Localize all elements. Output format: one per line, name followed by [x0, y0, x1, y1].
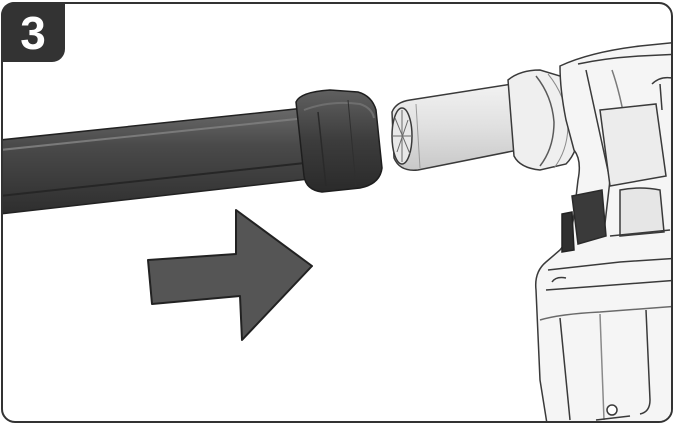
- direction-arrow-icon: [147, 209, 313, 341]
- step-badge: 3: [1, 2, 65, 62]
- tool-body-icon: [534, 41, 671, 421]
- extension-tube-icon: [3, 89, 383, 215]
- nozzle-icon: [391, 69, 581, 171]
- step-number: 3: [20, 6, 46, 59]
